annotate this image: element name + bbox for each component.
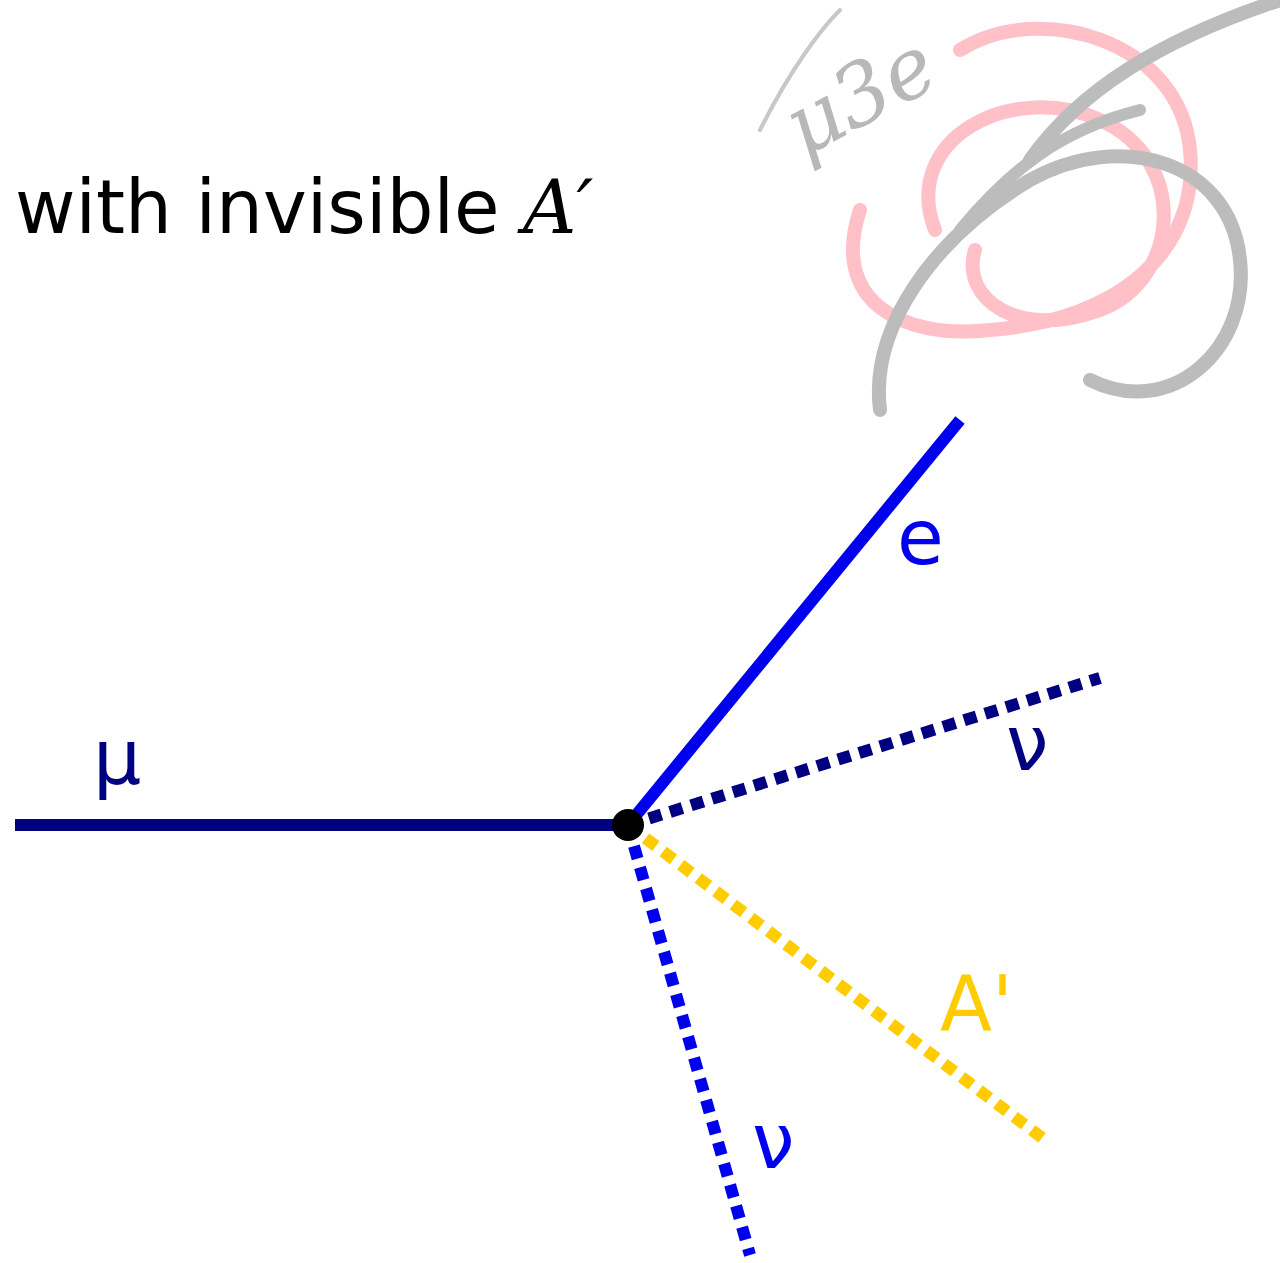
particle-label: ν [752, 1104, 794, 1180]
particle-label: A' [940, 966, 1013, 1042]
neutrino-line [628, 825, 750, 1255]
logo-spirals [760, 0, 1280, 410]
particle-label: e [897, 500, 944, 576]
particle-label: ν [1006, 706, 1048, 782]
particle-lines [15, 420, 1100, 1255]
electron-line [628, 420, 960, 825]
neutrino-line [628, 678, 1100, 825]
dark-photon-line [628, 825, 1045, 1140]
math-symbol: A′ [523, 164, 593, 250]
vertex-dot [612, 809, 644, 841]
slide-title: with invisible A′ [15, 170, 593, 244]
particle-label: μ [93, 720, 141, 796]
logo-text: μ3e [770, 21, 949, 169]
muon-line [15, 819, 628, 831]
